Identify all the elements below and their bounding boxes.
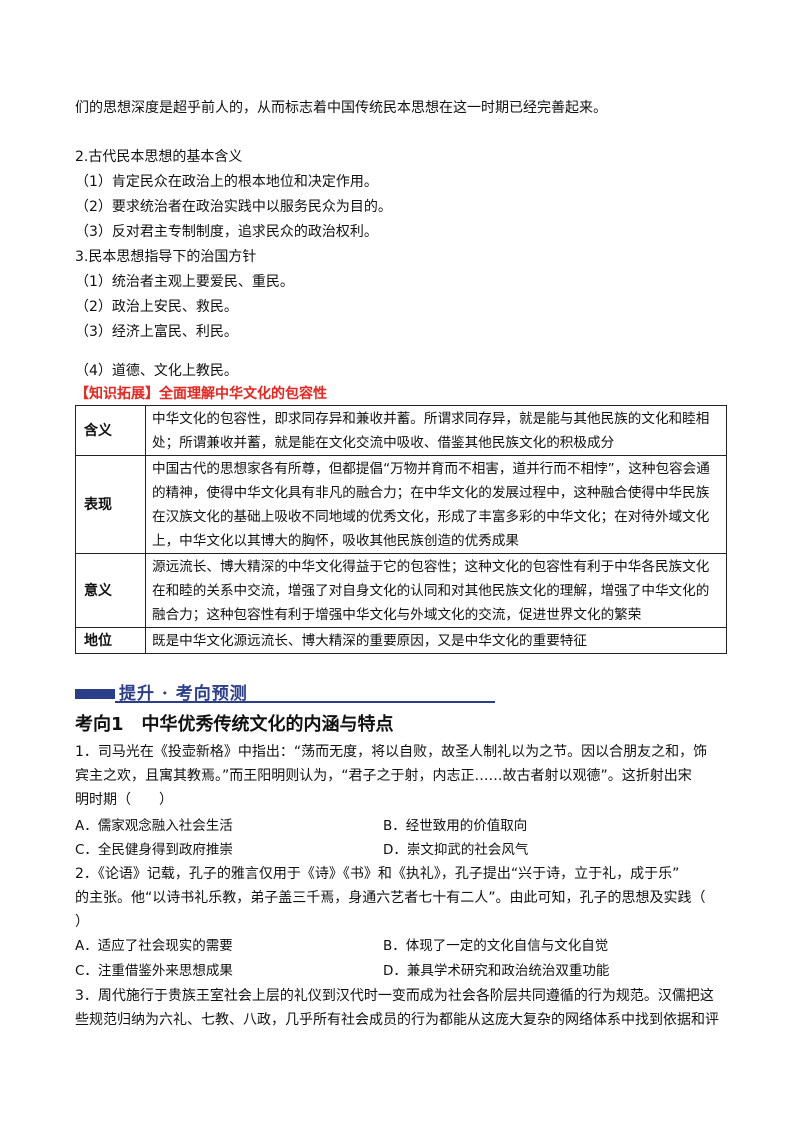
question-2-option-b[interactable]: B．体现了一定的文化自信与文化自觉 <box>383 938 609 954</box>
banner-bar <box>75 689 115 699</box>
meaning-heading: 2.古代民本思想的基本含义 <box>75 149 243 165</box>
row-text: 中国古代的思想家各有所尊，但都提倡“万物并育而不相害，道并行而不相悖”，这种包容… <box>145 455 727 554</box>
row-text: 中华文化的包容性，即求同存异和兼收并蓄。所谓求同存异，就是能与其他民族的文化和睦… <box>145 405 727 456</box>
banner-rule <box>115 701 495 703</box>
question-2-line: 的主张。他“以诗书礼乐教，弟子盖三千焉，身通六艺者七十有二人”。由此可知，孔子的… <box>75 890 706 906</box>
meaning-item: （3）反对君主专制制度，追求民众的政治权利。 <box>75 224 378 240</box>
question-1-option-d[interactable]: D．崇文抑武的社会风气 <box>383 842 529 858</box>
policy-item: （2）政治上安民、救民。 <box>75 299 238 315</box>
question-1-option-c[interactable]: C．全民健身得到政府推崇 <box>75 842 233 858</box>
section-banner: 提升 · 考向预测 <box>75 677 495 707</box>
section-title: 考向1 中华优秀传统文化的内涵与特点 <box>75 714 394 735</box>
policy-heading: 3.民本思想指导下的治国方针 <box>75 249 257 265</box>
policy-item: （1）统治者主观上要爱民、重民。 <box>75 274 294 290</box>
policy-item: （3）经济上富民、利民。 <box>75 324 238 340</box>
policy-item: （4）道德、文化上教民。 <box>75 363 238 379</box>
row-label: 地位 <box>75 627 146 654</box>
table-row: 表现 中国古代的思想家各有所尊，但都提倡“万物并育而不相害，道并行而不相悖”，这… <box>75 455 727 554</box>
meaning-item: （2）要求统治者在政治实践中以服务民众为目的。 <box>75 199 392 215</box>
question-2-line: 2．《论语》记载，孔子的雅言仅用于《诗》《书》和《执礼》，孔子提出“兴于诗，立于… <box>75 866 680 882</box>
question-3-line: 些规范归纳为六礼、七教、八政，几乎所有社会成员的行为都能从这庞大复杂的网络体系中… <box>75 1012 719 1028</box>
table-row: 意义 源远流长、博大精深的中华文化得益于它的包容性；这种文化的包容性有利于中华各… <box>75 553 727 628</box>
question-1-option-b[interactable]: B．经世致用的价值取向 <box>383 818 528 834</box>
question-2-option-a[interactable]: A．适应了社会现实的需要 <box>75 938 233 954</box>
question-2-line: ） <box>75 914 89 930</box>
knowledge-heading: 【知识拓展】全面理解中华文化的包容性 <box>75 386 327 402</box>
question-3-line: 3．周代施行于贵族王室社会上层的礼仪到汉代时一变而成为社会各阶层共同遵循的行为规… <box>75 988 714 1004</box>
question-1-line: 宾主之欢，且寓其教焉。”而王阳明则认为，“君子之于射，内志正……故古者射以观德”… <box>75 768 692 784</box>
row-text: 既是中华文化源远流长、博大精深的重要原因，又是中华文化的重要特征 <box>145 627 727 654</box>
table-row: 地位 既是中华文化源远流长、博大精深的重要原因，又是中华文化的重要特征 <box>75 627 727 654</box>
question-2-option-c[interactable]: C．注重借鉴外来思想成果 <box>75 963 233 979</box>
question-2-option-d[interactable]: D．兼具学术研究和政治统治双重功能 <box>383 963 610 979</box>
knowledge-table: 含义 中华文化的包容性，即求同存异和兼收并蓄。所谓求同存异，就是能与其他民族的文… <box>75 405 727 654</box>
question-1-line: 1．司马光在《投壶新格》中指出：“荡而无度，将以自败，故圣人制礼以为之节。因以合… <box>75 744 708 760</box>
carry-over-line: 们的思想深度是超乎前人的，从而标志着中国传统民本思想在这一时期已经完善起来。 <box>75 100 607 116</box>
row-label: 含义 <box>75 405 146 456</box>
table-row: 含义 中华文化的包容性，即求同存异和兼收并蓄。所谓求同存异，就是能与其他民族的文… <box>75 405 727 456</box>
banner-title: 提升 · 考向预测 <box>119 684 248 704</box>
row-label: 意义 <box>75 553 146 628</box>
row-label: 表现 <box>75 455 146 554</box>
question-1-option-a[interactable]: A．儒家观念融入社会生活 <box>75 818 233 834</box>
row-text: 源远流长、博大精深的中华文化得益于它的包容性；这种文化的包容性有利于中华各民族文… <box>145 553 727 628</box>
question-1-line: 明时期（ ） <box>75 792 173 808</box>
meaning-item: （1）肯定民众在政治上的根本地位和决定作用。 <box>75 174 378 190</box>
